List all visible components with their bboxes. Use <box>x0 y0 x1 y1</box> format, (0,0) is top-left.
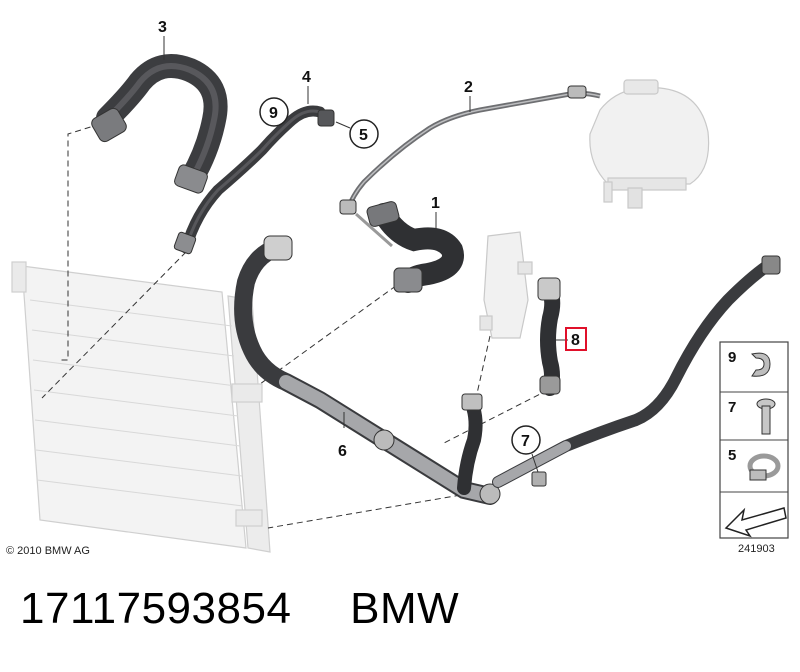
diagram-number: 241903 <box>738 543 775 555</box>
callout-9: 9 <box>269 105 278 122</box>
expansion-tank <box>589 79 710 209</box>
hose-3 <box>91 54 228 194</box>
copyright-text: © 2010 BMW AG <box>6 545 90 557</box>
long-return-line <box>492 255 781 488</box>
callout-2: 2 <box>464 79 473 96</box>
callout-6: 6 <box>338 443 347 460</box>
legend-label-7: 7 <box>728 399 736 416</box>
callout-8: 8 <box>571 332 580 349</box>
screw-icon <box>756 398 776 435</box>
callout-8-highlight <box>565 327 587 351</box>
callout-1: 1 <box>431 195 440 212</box>
legend-label-5: 5 <box>728 447 736 464</box>
line-2 <box>339 85 601 215</box>
callout-5: 5 <box>359 127 368 144</box>
hose-clamp-icon <box>747 453 781 481</box>
radiator <box>11 261 271 553</box>
callout-4: 4 <box>302 69 311 86</box>
brand-name: BMW <box>350 584 460 633</box>
hose-4 <box>173 105 335 255</box>
pipe-6 <box>234 235 501 505</box>
auxiliary-reservoir <box>479 231 533 339</box>
legend-label-9: 9 <box>728 349 736 366</box>
clip-icon <box>751 352 771 377</box>
hose-8 <box>537 277 561 396</box>
cut-line-icon <box>724 507 787 538</box>
callout-7: 7 <box>521 433 530 450</box>
circled-callouts: 9 5 7 <box>259 97 541 473</box>
callout-3: 3 <box>158 19 167 36</box>
part-number: 17117593854 <box>20 584 292 633</box>
hose-1 <box>355 201 464 293</box>
leader-lines <box>41 123 549 529</box>
part-footer: 17117593854 BMW <box>20 584 780 654</box>
callouts: 3 4 2 1 6 8 <box>158 19 587 460</box>
legend-panel: 9 7 5 <box>719 341 789 539</box>
